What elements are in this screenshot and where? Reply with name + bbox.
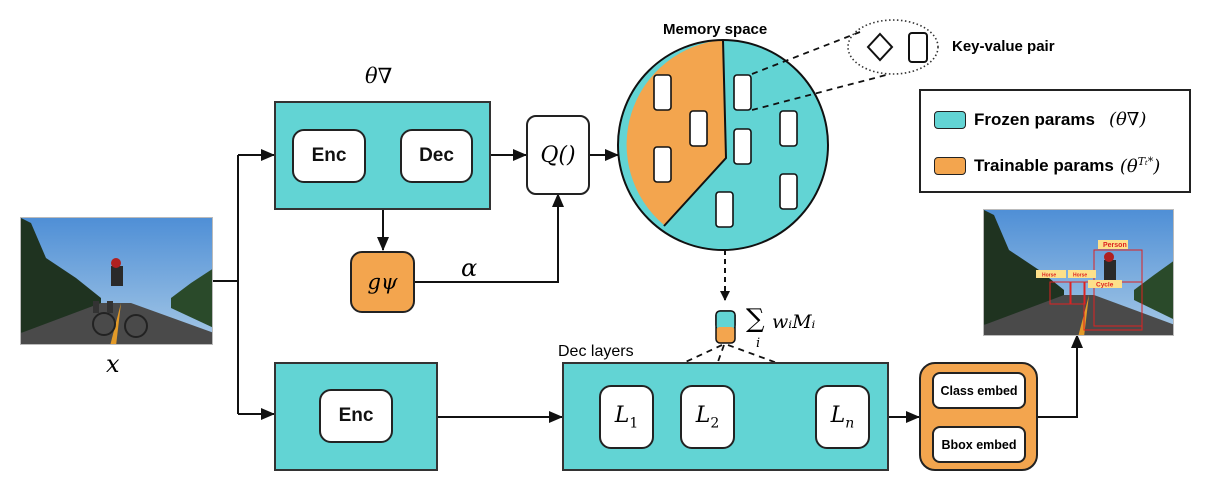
input-connector	[213, 149, 275, 420]
legend-math-trainable-sup: Tₜ*	[1137, 155, 1154, 168]
cyclist-figure	[111, 266, 123, 286]
memory-slot	[715, 191, 734, 228]
top-decoder-label: Dec	[419, 145, 454, 166]
top-decoder-block[interactable]: Dec	[400, 129, 473, 183]
layer-L1-label: L1	[614, 402, 639, 432]
class-embed-label: Class embed	[940, 383, 1018, 398]
input-image	[20, 217, 213, 345]
gate-to-query-arrow	[415, 193, 564, 283]
memory-slot	[653, 74, 672, 111]
legend-math-trainable-base: (θ	[1119, 156, 1138, 177]
input-symbol: x	[106, 350, 120, 378]
horse-tag	[1068, 270, 1096, 278]
sum-symbol: ∑	[746, 304, 765, 334]
query-function-label: Q()	[540, 142, 576, 168]
legend-math-trainable: (θTₜ*)	[1120, 155, 1160, 177]
sum-index: i	[756, 336, 761, 351]
legend-math-trainable-close: )	[1153, 156, 1161, 177]
legend-label-frozen: Frozen params	[974, 109, 1095, 129]
layer-L2[interactable]: L2	[680, 385, 735, 449]
memory-space-title: Memory space	[663, 21, 768, 38]
layer-L2-label: L2	[695, 402, 720, 432]
bbox-embed-label: Bbox embed	[941, 437, 1017, 452]
heads-to-output-arrow	[1038, 334, 1083, 418]
memory-slots	[653, 74, 798, 228]
cycle-tag-text: Cycle	[1096, 282, 1114, 289]
legend-item-trainable: Trainable params (θTₜ*)	[934, 155, 1160, 177]
legend-label-trainable: Trainable params	[974, 156, 1114, 175]
key-value-zoom	[751, 19, 939, 111]
legend-math-frozen: (θ∇)	[1108, 109, 1147, 130]
layer-L1[interactable]: L1	[599, 385, 654, 449]
alpha-label: α	[461, 254, 478, 282]
horse-tag	[1036, 270, 1066, 278]
bottom-encoder-label: Enc	[338, 405, 374, 426]
memory-space	[617, 39, 829, 251]
bottom-encoder-block[interactable]: Enc	[319, 389, 393, 443]
memory-slot	[779, 110, 798, 147]
weighted-memory-icon	[715, 310, 736, 344]
class-embed-block[interactable]: Class embed	[932, 372, 1026, 409]
bbox-embed-block[interactable]: Bbox embed	[932, 426, 1026, 463]
memory-slot	[733, 128, 752, 165]
person-tag-text: Person	[1103, 242, 1127, 249]
legend: Frozen params (θ∇) Trainable params (θTₜ…	[919, 89, 1191, 193]
layer-Ln-label: Ln	[830, 402, 855, 432]
layer-Ln[interactable]: Ln	[815, 385, 870, 449]
memory-slot	[779, 173, 798, 210]
query-function-block[interactable]: Q()	[526, 115, 590, 195]
legend-item-frozen: Frozen params (θ∇)	[934, 109, 1146, 130]
memory-slot	[689, 110, 708, 147]
legend-swatch-trainable	[934, 157, 966, 175]
memory-slot	[733, 74, 752, 111]
memory-slot	[653, 146, 672, 183]
gate-network-label: gψ	[367, 270, 398, 294]
top-encoder-label: Enc	[311, 145, 347, 166]
top-encoder-block[interactable]: Enc	[292, 129, 366, 183]
cycle-tag	[1088, 280, 1122, 288]
value-rect-icon	[908, 32, 928, 63]
horse-tag-text: Horse	[1042, 273, 1056, 279]
horse-bbox	[1070, 281, 1086, 305]
frozen-param-label: θ∇	[365, 64, 393, 88]
key-diamond-icon	[866, 32, 894, 62]
horse-tag-text: Horse	[1073, 273, 1087, 279]
output-detection-image: Person Horse Horse Cycle	[983, 209, 1174, 336]
key-value-pair-label: Key-value pair	[952, 38, 1055, 55]
horse-bbox	[1049, 281, 1071, 305]
dec-layers-label: Dec layers	[558, 343, 634, 360]
sum-term: wᵢMᵢ	[772, 311, 816, 333]
person-tag	[1098, 240, 1128, 249]
legend-swatch-frozen	[934, 110, 966, 129]
gate-network-block[interactable]: gψ	[350, 251, 415, 313]
